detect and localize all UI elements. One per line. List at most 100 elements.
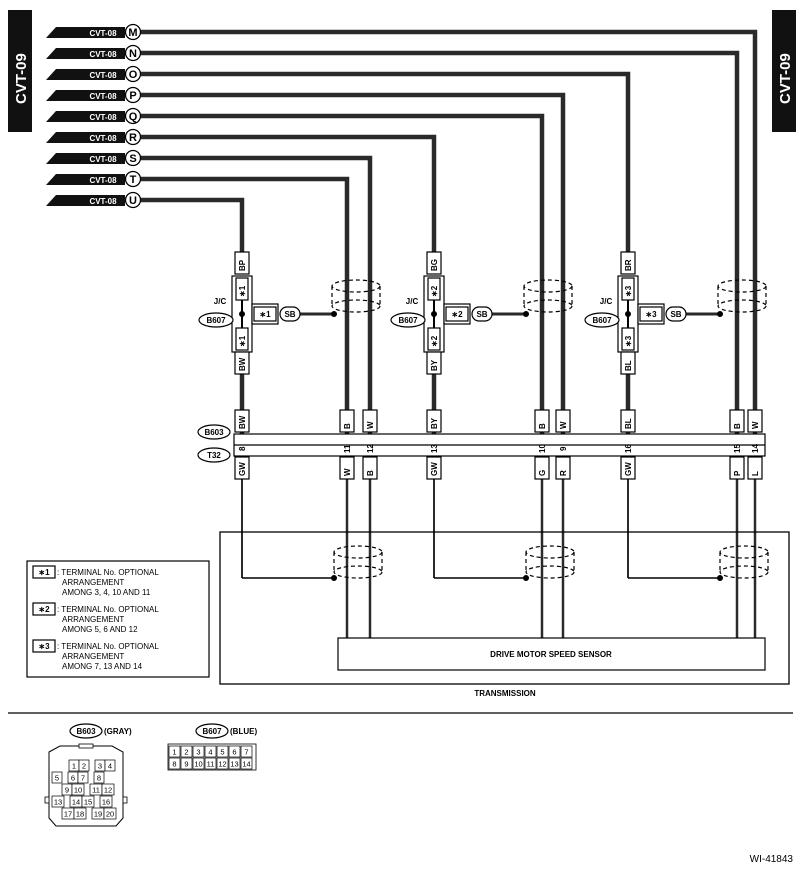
jc-label: J/C — [214, 297, 227, 306]
b603-cell — [101, 783, 115, 796]
wire-color-top: BP — [238, 259, 247, 271]
jc-side-pin — [253, 306, 277, 322]
wire-color-below-connector: L — [751, 471, 760, 476]
b607-pin-number: 7 — [244, 748, 248, 757]
shield-upper-3-top — [717, 279, 767, 293]
side-tab-left: CVT-09 — [8, 10, 32, 132]
wire-color-top: BG — [430, 259, 439, 271]
flag-label: CVT-08 — [89, 134, 117, 143]
pin-number: 16 — [624, 444, 633, 453]
legend-text: ARRANGEMENT — [62, 578, 124, 587]
b607-outline — [167, 743, 257, 771]
wire-color-below-connector-box — [534, 456, 550, 480]
wire-Q — [141, 113, 545, 434]
b607-pin-number: 14 — [242, 760, 250, 769]
jc-star-bottom: ∗1 — [238, 335, 247, 347]
b603-cell — [77, 771, 89, 784]
wire-color-below-connector-box — [729, 456, 745, 480]
b603-face-name: B603 — [76, 727, 96, 736]
connector-letter-circle — [124, 86, 142, 104]
connector-letter: R — [129, 132, 137, 144]
b607-pin-number: 9 — [184, 760, 188, 769]
wire-color-above-connector-box — [426, 409, 442, 433]
wire-color-below-connector-box — [362, 456, 378, 480]
jc-star-side: ∗1 — [259, 310, 271, 319]
pin-number: 14 — [751, 444, 760, 453]
b603-cell — [73, 807, 87, 820]
shield-lower-1-bottom — [333, 565, 383, 579]
jc-node — [431, 311, 437, 317]
sb-label-box — [665, 306, 687, 322]
jc-connector-oval — [198, 312, 234, 328]
b603-cell — [93, 771, 105, 784]
b607-pin-number: 11 — [207, 760, 215, 769]
flag-shape — [46, 69, 125, 80]
jc-connector-label: B607 — [592, 316, 612, 325]
b607-pin-number: 13 — [230, 760, 238, 769]
jc-label: J/C — [406, 297, 419, 306]
b607-cell — [204, 757, 217, 770]
b603-pin-number: 20 — [106, 810, 114, 819]
drain-node-bottom — [331, 575, 337, 581]
wire-color-box — [426, 251, 442, 275]
wire-color-below-connector-box — [234, 456, 250, 480]
jc-node — [625, 311, 631, 317]
flag-label: CVT-08 — [89, 113, 117, 122]
wire-color-above-connector: W — [751, 421, 760, 429]
wire-color-below-connector: G — [538, 470, 547, 476]
wire-P — [141, 92, 566, 434]
shield-lower-3-bottom — [719, 565, 769, 579]
connector-letter: Q — [129, 111, 138, 123]
wire-color-above-connector: B — [538, 423, 547, 429]
wire-color-below-connector: R — [559, 470, 568, 476]
legend-text: : TERMINAL No. OPTIONAL — [57, 605, 159, 614]
flag-shape — [46, 111, 125, 122]
b607-face-name: B607 — [202, 727, 222, 736]
legend-star-box — [32, 602, 56, 616]
b603-cell — [103, 807, 117, 820]
jc-star-top: ∗3 — [624, 285, 633, 297]
sb-label: SB — [284, 310, 295, 319]
b603-cell — [99, 795, 113, 808]
b603-pin-number: 13 — [54, 798, 62, 807]
side-tab-right: CVT-09 — [772, 10, 796, 132]
shield-drain-node — [523, 311, 529, 317]
connector-letter: U — [129, 195, 137, 207]
b603-pin-number: 14 — [72, 798, 80, 807]
pin-number: 13 — [430, 444, 439, 453]
jc-side-pin — [445, 306, 469, 322]
wire-color-above-connector-box — [339, 409, 355, 433]
connector-letter-circle — [124, 107, 142, 125]
sb-label: SB — [670, 310, 681, 319]
b607-pin-number: 3 — [196, 748, 200, 757]
pin-number: 8 — [238, 446, 247, 451]
b607-cell — [180, 757, 193, 770]
legend-star: ∗2 — [38, 605, 50, 614]
jc-star-bottom: ∗2 — [430, 335, 439, 347]
b607-cell — [216, 745, 229, 758]
legend-star-box — [32, 565, 56, 579]
drain-node-bottom — [523, 575, 529, 581]
flag-label: CVT-08 — [89, 71, 117, 80]
b603-pin-number: 6 — [71, 774, 75, 783]
flag-label: CVT-08 — [89, 155, 117, 164]
legend-star-box — [32, 639, 56, 653]
flag-shape — [46, 174, 125, 185]
wire-color-below-connector: GW — [624, 462, 633, 476]
b607-pin-number: 2 — [184, 748, 188, 757]
connector-letter-circle — [124, 65, 142, 83]
jc-star-side: ∗3 — [645, 310, 657, 319]
jc-star-bottom: ∗3 — [624, 335, 633, 347]
wire-color-below-connector: B — [366, 470, 375, 476]
b603-cell — [81, 795, 95, 808]
flag-shape — [46, 132, 125, 143]
wire-color-box — [620, 351, 636, 375]
jc-star-top: ∗1 — [238, 285, 247, 297]
shield-upper-3-bottom — [717, 299, 767, 313]
b603-pin-number: 9 — [65, 786, 69, 795]
wire-color-above-connector-box — [620, 409, 636, 433]
wire-color-above-connector-box — [747, 409, 763, 433]
